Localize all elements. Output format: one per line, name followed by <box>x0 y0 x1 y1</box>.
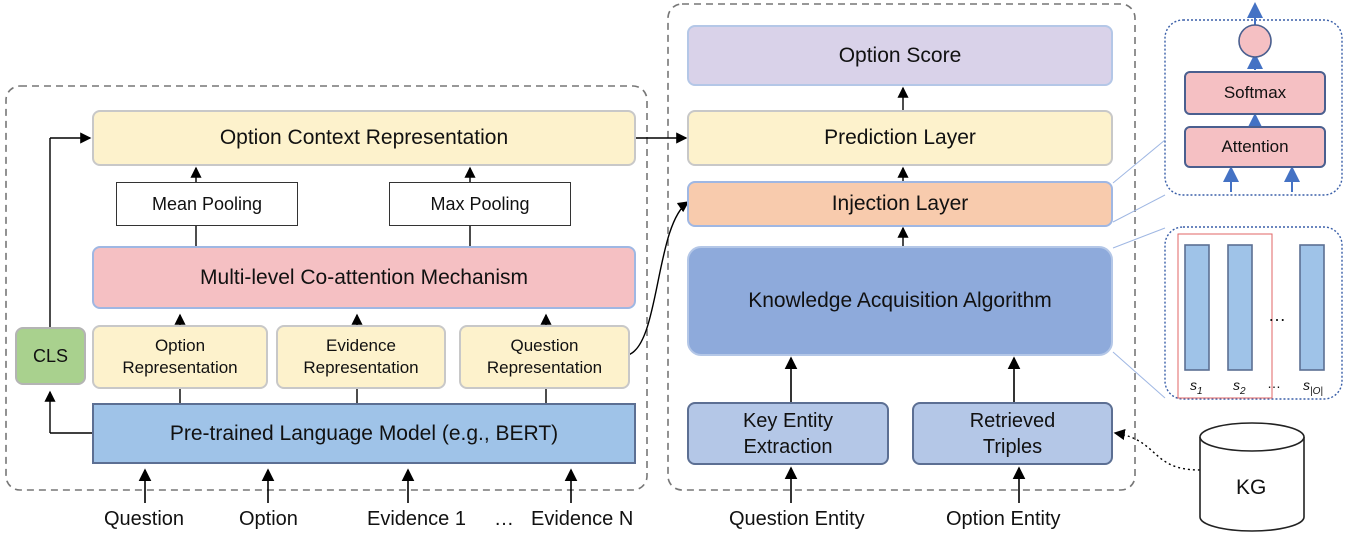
coattention-label: Multi-level Co-attention Mechanism <box>200 265 528 289</box>
selection-frame <box>1177 233 1273 399</box>
question-rep-line1: Question <box>510 336 579 355</box>
attention-box: Attention <box>1184 126 1326 168</box>
option-score-label: Option Score <box>838 43 962 67</box>
question-representation: Question Representation <box>459 325 630 389</box>
option-representation: Option Representation <box>92 325 268 389</box>
kaa-label: Knowledge Acquisition Algorithm <box>748 289 1052 312</box>
pretrained-language-model: Pre-trained Language Model (e.g., BERT) <box>92 403 636 464</box>
softmax-box: Softmax <box>1184 71 1326 115</box>
retrieved-line2: Triples <box>982 435 1043 458</box>
label-s2: s2 <box>1233 377 1246 397</box>
input-question: Question <box>104 508 185 530</box>
prediction-layer-label: Prediction Layer <box>824 126 976 149</box>
evidence-representation: Evidence Representation <box>276 325 446 389</box>
retrieved-triples: Retrieved Triples <box>912 402 1113 465</box>
evidence-rep-line1: Evidence <box>326 336 396 355</box>
question-rep-line2: Representation <box>486 358 603 377</box>
mean-pooling-label: Mean Pooling <box>151 193 263 214</box>
option-context-representation: Option Context Representation <box>92 110 636 166</box>
cls-token: CLS <box>15 327 86 385</box>
kg-cylinder <box>1199 422 1305 532</box>
input-option: Option <box>239 508 298 530</box>
bar-s1 <box>1184 244 1210 371</box>
key-entity-line1: Key Entity <box>742 409 834 432</box>
label-sO: s|O| <box>1303 377 1323 397</box>
bar-sO <box>1299 244 1325 371</box>
cls-label: CLS <box>32 345 68 366</box>
max-pooling-label: Max Pooling <box>430 193 530 214</box>
coattention-mechanism: Multi-level Co-attention Mechanism <box>92 246 636 309</box>
right-module-frame <box>667 3 1136 491</box>
max-pooling: Max Pooling <box>389 182 571 226</box>
option-rep-line2: Representation <box>122 358 238 377</box>
injection-layer: Injection Layer <box>687 181 1113 227</box>
option-rep-line1: Option <box>154 336 206 355</box>
option-score: Option Score <box>687 25 1113 86</box>
label-ellipsis: … <box>1267 375 1281 391</box>
key-entity-line2: Extraction <box>743 435 833 458</box>
input-evidence-1: Evidence 1 <box>367 508 466 530</box>
input-ellipsis: … <box>494 508 514 530</box>
softmax-label: Softmax <box>1223 83 1287 102</box>
bar-s2 <box>1227 244 1253 371</box>
prediction-layer: Prediction Layer <box>687 110 1113 166</box>
mean-pooling: Mean Pooling <box>116 182 298 226</box>
option-context-label: Option Context Representation <box>219 126 509 149</box>
key-entity-extraction: Key Entity Extraction <box>687 402 889 465</box>
bar-ellipsis: … <box>1268 305 1286 325</box>
evidence-rep-line2: Representation <box>303 358 419 377</box>
plm-label: Pre-trained Language Model (e.g., BERT) <box>169 421 559 445</box>
input-evidence-n: Evidence N <box>531 508 634 530</box>
retrieved-line1: Retrieved <box>969 409 1056 432</box>
injection-layer-label: Injection Layer <box>831 192 969 215</box>
inset-bottom-frame <box>1164 226 1343 400</box>
label-s1: s1 <box>1190 377 1203 397</box>
attention-label: Attention <box>1221 137 1289 156</box>
input-option-entity: Option Entity <box>946 508 1061 530</box>
input-question-entity: Question Entity <box>729 508 865 530</box>
left-module-frame <box>5 85 648 491</box>
kg-label: KG <box>1236 476 1267 499</box>
knowledge-acquisition-algorithm: Knowledge Acquisition Algorithm <box>687 246 1113 356</box>
output-node <box>1238 24 1272 58</box>
